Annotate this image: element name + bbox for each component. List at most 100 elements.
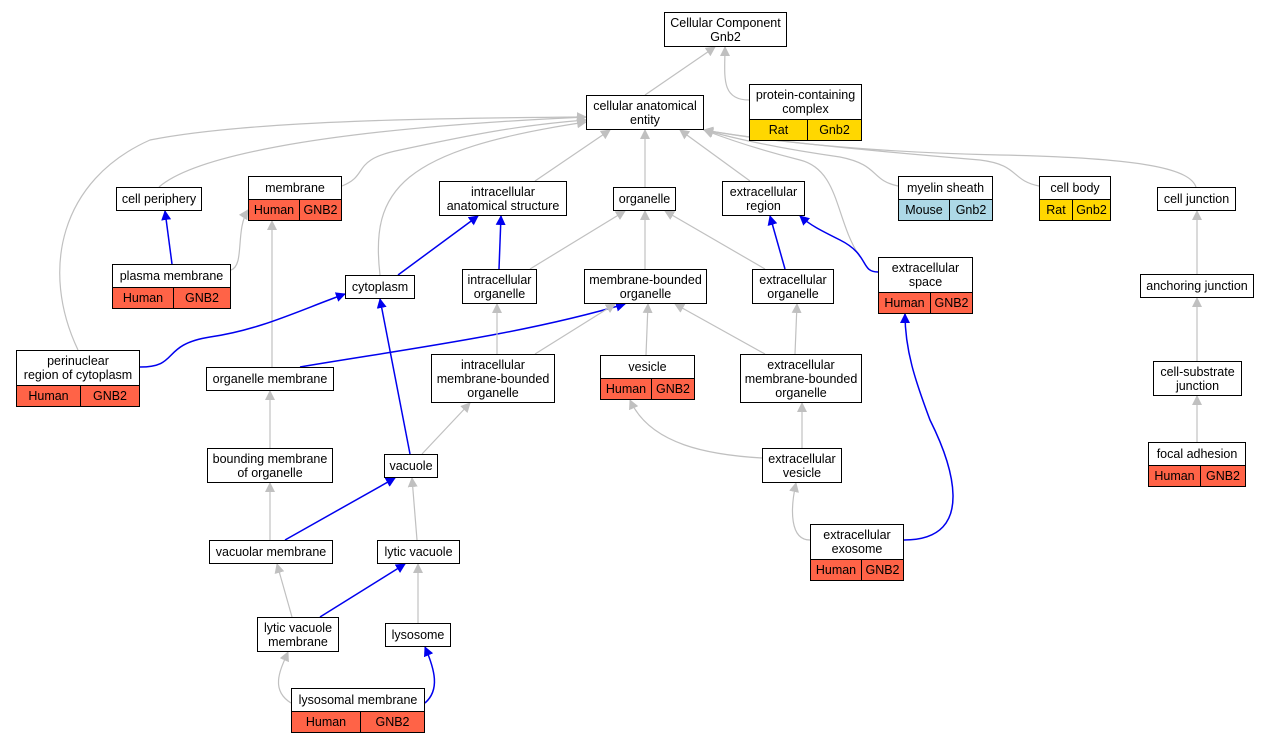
node-label: cell body [1050, 181, 1100, 195]
node-label: Cellular Component Gnb2 [670, 15, 781, 44]
node-label: protein-containing complex [755, 88, 856, 116]
node-label: vacuolar membrane [215, 545, 327, 559]
edge-myel-to-cae [703, 127, 899, 187]
gene-cell: GNB2 [375, 715, 410, 729]
node-label: extracellular exosome [823, 528, 891, 556]
node-label: vesicle [628, 360, 667, 374]
edge-ves-to-mbo [642, 303, 653, 356]
edge-cper-to-cae [158, 112, 587, 188]
node-label: extracellular vesicle [768, 451, 836, 480]
gene-cell: GNB2 [655, 382, 691, 396]
node-exmbo[interactable]: extracellular membrane-bounded organelle [740, 354, 862, 403]
node-label: membrane-bounded organelle [589, 272, 702, 301]
species-cell: Human [1149, 466, 1201, 486]
edge-exves-to-ves [629, 399, 763, 459]
edge-iorg-to-ias [495, 215, 506, 270]
node-label: organelle [618, 192, 671, 206]
edge-omem-to-mbo [299, 301, 626, 368]
edge-exorg-to-exreg [767, 215, 786, 270]
node-vac[interactable]: vacuole [384, 454, 438, 478]
species-cell: Human [113, 288, 174, 308]
gene-cell: GNB2 [92, 389, 128, 403]
node-label: lytic vacuole [384, 545, 453, 559]
annotation-row: Human GNB2 [113, 287, 230, 308]
node-label: intracellular anatomical structure [446, 184, 560, 213]
gene-cell: GNB2 [934, 296, 969, 310]
annotation-row: Human GNB2 [17, 385, 139, 406]
node-lvac[interactable]: lytic vacuole [377, 540, 460, 564]
node-csj[interactable]: cell-substrate junction [1153, 361, 1242, 396]
annotation-row: Human GNB2 [1149, 465, 1245, 486]
node-ias[interactable]: intracellular anatomical structure [439, 181, 567, 216]
node-label: lytic vacuole membrane [263, 620, 333, 649]
edge-cae-to-root [644, 46, 716, 96]
edge-vac-to-cyto [376, 298, 411, 455]
edge-imbo-to-mbo [534, 303, 616, 355]
edge-lvmem-to-lvac [319, 563, 406, 618]
node-cyto[interactable]: cytoplasm [345, 275, 415, 299]
edge-exreg-to-cae [679, 129, 751, 182]
species-cell: Rat [1040, 200, 1073, 220]
node-omem[interactable]: organelle membrane [206, 367, 334, 391]
node-label: plasma membrane [119, 269, 224, 283]
node-mbo[interactable]: membrane-bounded organelle [584, 269, 707, 304]
node-imbo[interactable]: intracellular membrane-bounded organelle [431, 354, 555, 403]
gene-cell: GNB2 [1205, 469, 1241, 483]
edge-exmbo-to-exorg [791, 303, 802, 355]
edge-peri-to-cyto [139, 292, 346, 368]
node-org[interactable]: organelle [613, 187, 676, 211]
edge-ias-to-cae [534, 129, 611, 182]
node-label: focal adhesion [1156, 447, 1238, 461]
node-lvmem[interactable]: lytic vacuole membrane [257, 617, 339, 652]
node-label: perinuclear region of cytoplasm [23, 354, 133, 382]
edge-exsp-to-cae [703, 128, 861, 258]
node-cae[interactable]: cellular anatomical entity [586, 95, 704, 130]
node-label: extracellular membrane-bounded organelle [744, 357, 858, 400]
gene-cell: Gnb2 [819, 123, 850, 137]
gene-cell: GNB2 [184, 291, 220, 305]
edge-lvmem-to-vmem [274, 563, 293, 618]
edge-cyto-to-cae [377, 118, 587, 276]
edge-vmem-to-vac [284, 477, 396, 541]
species-cell: Human [249, 200, 300, 220]
node-exorg[interactable]: extracellular organelle [752, 269, 834, 304]
node-cjunc[interactable]: cell junction [1157, 187, 1236, 211]
node-label: cell periphery [121, 192, 197, 206]
node-label: lysosomal membrane [298, 693, 418, 707]
species-cell: Human [17, 386, 81, 406]
species-cell: Human [292, 712, 361, 732]
node-vmem[interactable]: vacuolar membrane [209, 540, 333, 564]
node-exreg[interactable]: extracellular region [722, 181, 805, 216]
edge-pmem-to-memb [230, 209, 249, 271]
edge-iorg-to-org [529, 210, 626, 270]
node-label: intracellular membrane-bounded organelle [436, 357, 550, 400]
node-exves[interactable]: extracellular vesicle [762, 448, 842, 483]
edge-lvac-to-vac [407, 477, 418, 541]
node-bmo[interactable]: bounding membrane of organelle [207, 448, 333, 483]
node-root[interactable]: Cellular Component Gnb2 [664, 12, 787, 47]
gene-cell: Gnb2 [955, 203, 987, 217]
node-lyso[interactable]: lysosome [385, 623, 451, 647]
edge-exmbo-to-mbo [674, 303, 766, 355]
node-ajunc[interactable]: anchoring junction [1140, 274, 1254, 298]
node-label: anchoring junction [1146, 279, 1248, 293]
node-cper[interactable]: cell periphery [116, 187, 202, 211]
node-iorg[interactable]: intracellular organelle [462, 269, 537, 304]
